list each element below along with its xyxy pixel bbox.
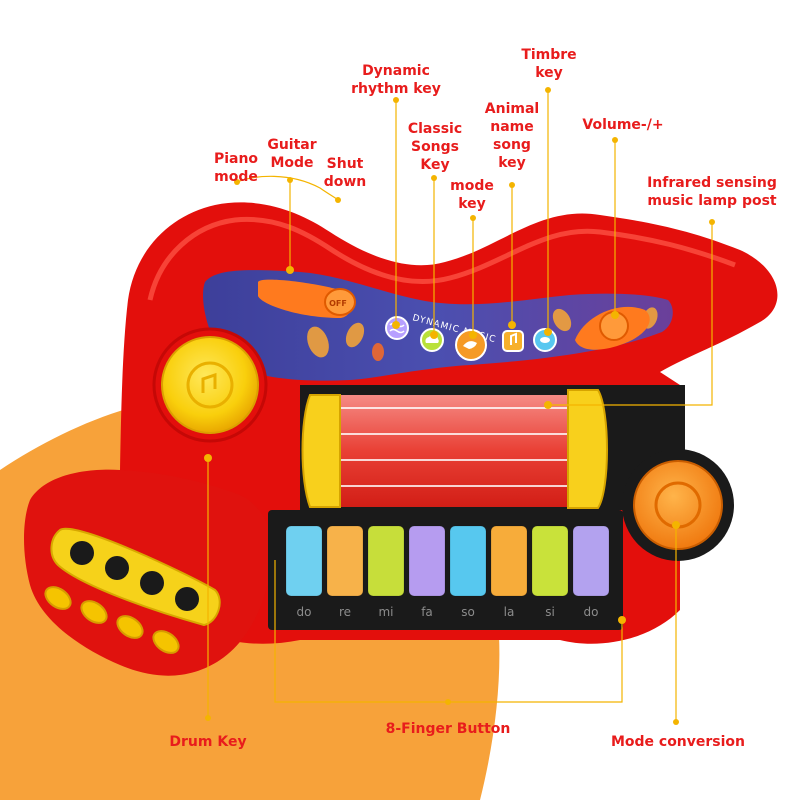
label-volume-text: Volume-/+: [582, 117, 664, 133]
piano-key-4[interactable]: [408, 525, 446, 597]
label-guitar-mode: Guitar Mode: [262, 136, 322, 172]
label-shut-down: Shut down: [318, 155, 372, 191]
note-label-5: so: [461, 605, 475, 619]
label-piano-mode-text: Piano mode: [213, 151, 259, 185]
note-label-3: mi: [378, 605, 393, 619]
mode-conversion-knob[interactable]: [622, 449, 734, 561]
label-volume: Volume-/+: [575, 116, 671, 134]
label-piano-mode: Piano mode: [208, 150, 264, 186]
label-animal-name-text: Animal name song key: [484, 101, 540, 171]
label-eight-finger: 8-Finger Button: [372, 720, 524, 738]
music-note-icon: [201, 372, 217, 393]
leader-lines: [207, 90, 713, 722]
tuner-buttons: [70, 541, 199, 611]
piano-key-6[interactable]: [490, 525, 528, 597]
note-label-6: la: [504, 605, 515, 619]
power-slider[interactable]: OFF: [258, 279, 356, 318]
mode-button[interactable]: [455, 329, 487, 361]
panel-leaves: [307, 307, 658, 361]
label-mode-conversion-text: Mode conversion: [610, 734, 746, 750]
tuning-pegs: [44, 586, 180, 654]
note-label-1: do: [297, 605, 312, 619]
piano-key-8[interactable]: [572, 525, 610, 597]
piano-key-2[interactable]: [326, 525, 364, 597]
label-drum-key: Drum Key: [160, 733, 256, 751]
label-dynamic-rhythm: Dynamic rhythm key: [340, 62, 452, 98]
label-classic-songs: Classic Songs Key: [400, 120, 470, 174]
note-label-8: do: [584, 605, 599, 619]
lamp-right-cap: [567, 389, 608, 509]
label-mode-key-text: mode key: [450, 178, 494, 212]
label-dynamic-rhythm-text: Dynamic rhythm key: [351, 63, 441, 97]
label-timbre-text: Timbre key: [521, 47, 577, 81]
piano-key-1[interactable]: [285, 525, 323, 597]
piano-key-5[interactable]: [449, 525, 487, 597]
leader-dots: [204, 87, 715, 725]
music-note-icon: [510, 332, 517, 345]
body-highlight: [147, 216, 736, 301]
label-mode-key: mode key: [446, 177, 498, 213]
note-label-7: si: [545, 605, 555, 619]
note-label-2: re: [339, 605, 351, 619]
lamp-left-cap: [301, 394, 341, 508]
piano-key-3[interactable]: [367, 525, 405, 597]
animal-name-button[interactable]: [502, 330, 524, 352]
label-guitar-mode-text: Guitar Mode: [267, 137, 317, 171]
label-mode-conversion: Mode conversion: [598, 733, 758, 751]
off-label: OFF: [329, 299, 347, 308]
eye-icon: [540, 337, 550, 343]
label-timbre: Timbre key: [514, 46, 584, 82]
label-classic-songs-text: Classic Songs Key: [407, 121, 463, 173]
label-eight-finger-text: 8-Finger Button: [385, 721, 511, 737]
label-drum-key-text: Drum Key: [169, 734, 247, 750]
label-animal-name: Animal name song key: [480, 100, 544, 172]
label-infrared: Infrared sensing music lamp post: [638, 174, 786, 210]
label-shut-down-text: Shut down: [323, 156, 367, 190]
note-label-4: fa: [421, 605, 433, 619]
drum-key[interactable]: [152, 327, 268, 443]
lamp-post: [300, 385, 685, 510]
piano-key-7[interactable]: [531, 525, 569, 597]
label-infrared-text: Infrared sensing music lamp post: [647, 175, 777, 209]
keyboard: do re mi fa so la si do: [268, 510, 623, 630]
bird-icon: [463, 341, 477, 349]
